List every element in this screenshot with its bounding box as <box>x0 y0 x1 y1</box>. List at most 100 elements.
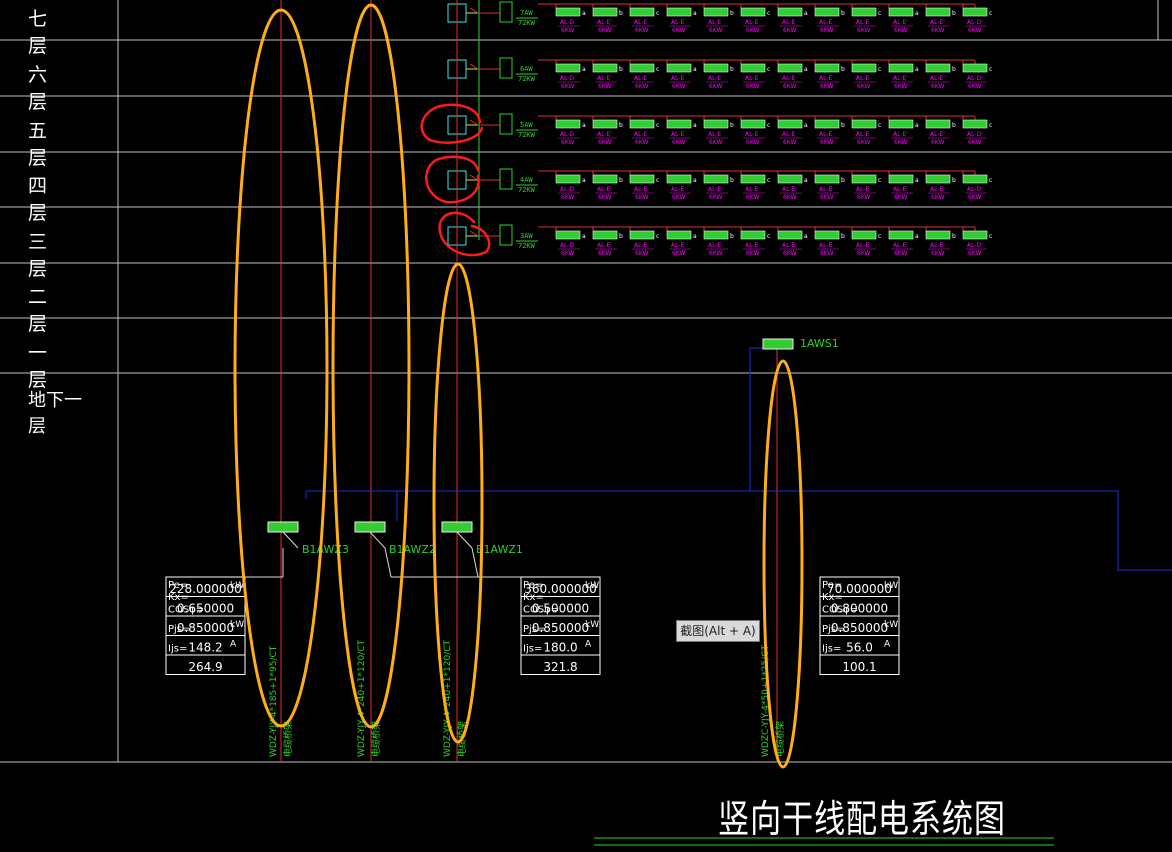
floor-row: 4AW72KWaAL-D6KWbAL-E'6KWcAL-E6KWaAL-E6KW… <box>447 168 992 201</box>
unit-power: 6KW <box>561 83 575 90</box>
unit-label: AL-D <box>560 75 575 82</box>
unit-label: AL-D' <box>967 75 983 82</box>
unit-label: AL-E' <box>597 131 612 138</box>
unit-phase: b <box>619 177 623 184</box>
basement-panel-icon <box>354 521 386 533</box>
panel-leader-line <box>282 531 299 549</box>
unit-phase: a <box>804 122 808 129</box>
unit-phase: b <box>619 233 623 240</box>
unit-power: 6KW <box>931 27 945 34</box>
unit-phase: a <box>582 122 586 129</box>
unit-power: 6KW <box>857 194 871 201</box>
unit-power: 6KW <box>931 250 945 257</box>
blue-feeder-line <box>749 347 763 491</box>
unit-power: 6KW <box>709 27 723 34</box>
unit-phase: c <box>656 233 659 240</box>
unit-label: AL-E' <box>597 242 612 249</box>
unit-power: 6KW <box>783 250 797 257</box>
calc-value: 0.650000 <box>177 602 234 616</box>
floor-distribution-rows: 7AW72KWaAL-D6KWbAL-E'6KWcAL-E6KWaAL-E6KW… <box>447 1 992 257</box>
unit-phase: a <box>582 177 586 184</box>
unit-power: 6KW <box>635 250 649 257</box>
unit-phase: b <box>841 233 845 240</box>
blue-feeder-line <box>306 490 1172 571</box>
calc-value: 0.850000 <box>532 621 589 635</box>
unit-power: 6KW <box>783 83 797 90</box>
unit-label: AL-E <box>782 131 796 138</box>
breaker-icon <box>469 174 479 181</box>
unit-power: 6KW <box>783 139 797 146</box>
calc-value: 360.000000 <box>524 582 597 596</box>
unit-label: AL-E <box>634 19 648 26</box>
red-circle-mark <box>425 155 480 204</box>
unit-power: 6KW <box>746 250 760 257</box>
cable-note-label: 电缆桥架 <box>282 721 294 757</box>
cable-note-label: 电缆桥架 <box>774 721 786 757</box>
unit-label: AL-E' <box>930 75 945 82</box>
unit-phase: a <box>582 10 586 17</box>
calc-row-label: Ijs= <box>523 644 542 655</box>
unit-label: AL-E <box>708 19 722 26</box>
unit-label: AL-E <box>634 131 648 138</box>
breaker-icon <box>469 230 479 237</box>
unit-phase: a <box>582 66 586 73</box>
riser-lines <box>280 0 1172 762</box>
unit-label: AL-E <box>856 75 870 82</box>
unit-phase: c <box>767 10 770 17</box>
calc-value: 100.1 <box>842 660 876 674</box>
calc-row-label: COSφ= <box>822 605 858 616</box>
unit-power: 6KW <box>561 139 575 146</box>
unit-power: 6KW <box>598 27 612 34</box>
unit-box-icon <box>555 63 581 73</box>
cable-spec-label: WDZ-YJY-4*240+1*120/CT <box>443 639 453 757</box>
unit-box-icon <box>925 119 951 129</box>
breaker-icon <box>469 119 479 126</box>
unit-box-icon <box>888 174 914 184</box>
unit-phase: b <box>952 177 956 184</box>
unit-box-icon <box>740 119 766 129</box>
unit-power: 6KW <box>746 194 760 201</box>
unit-phase: c <box>767 233 770 240</box>
unit-label: AL-E <box>708 131 722 138</box>
calc-unit: kW <box>884 581 898 591</box>
highlight-ellipse <box>762 359 804 769</box>
unit-power: 6KW <box>820 83 834 90</box>
unit-label: AL-E <box>708 186 722 193</box>
unit-box-icon <box>592 63 618 73</box>
panel-leader-line <box>369 531 386 549</box>
unit-box-icon <box>777 7 803 17</box>
unit-power: 6KW <box>820 250 834 257</box>
unit-box-icon <box>962 230 988 240</box>
unit-phase: a <box>915 10 919 17</box>
unit-phase: b <box>730 177 734 184</box>
unit-label: AL-E <box>819 19 833 26</box>
red-circle-mark <box>420 103 484 144</box>
unit-box-icon <box>740 230 766 240</box>
floor-panel-name: 7AW <box>520 9 533 17</box>
unit-power: 6KW <box>746 139 760 146</box>
unit-power: 6KW <box>561 27 575 34</box>
unit-label: AL-E <box>856 131 870 138</box>
unit-box-icon <box>777 63 803 73</box>
unit-label: AL-E <box>819 242 833 249</box>
floor-label: 二 层 <box>28 286 62 335</box>
unit-power: 6KW <box>783 194 797 201</box>
unit-power: 6KW <box>783 27 797 34</box>
unit-box-icon <box>925 174 951 184</box>
unit-power: 6KW <box>968 139 982 146</box>
unit-phase: b <box>730 233 734 240</box>
calc-table: Pe=Kx=COSφ=Pjs=Ijs=kWkWA360.0000000.5000… <box>520 576 601 675</box>
unit-power: 6KW <box>820 27 834 34</box>
unit-box-icon <box>962 174 988 184</box>
unit-box-icon <box>925 7 951 17</box>
floor-label: 六 层 <box>28 64 62 113</box>
floor-panel-icon <box>499 57 513 79</box>
floor-label: 一 层 <box>28 342 62 391</box>
unit-label: AL-E <box>708 75 722 82</box>
unit-power: 6KW <box>709 83 723 90</box>
panel-leader-line <box>384 547 392 578</box>
unit-box-icon <box>666 174 692 184</box>
unit-box-icon <box>851 119 877 129</box>
floor-panel-power: 72KW <box>518 186 536 194</box>
